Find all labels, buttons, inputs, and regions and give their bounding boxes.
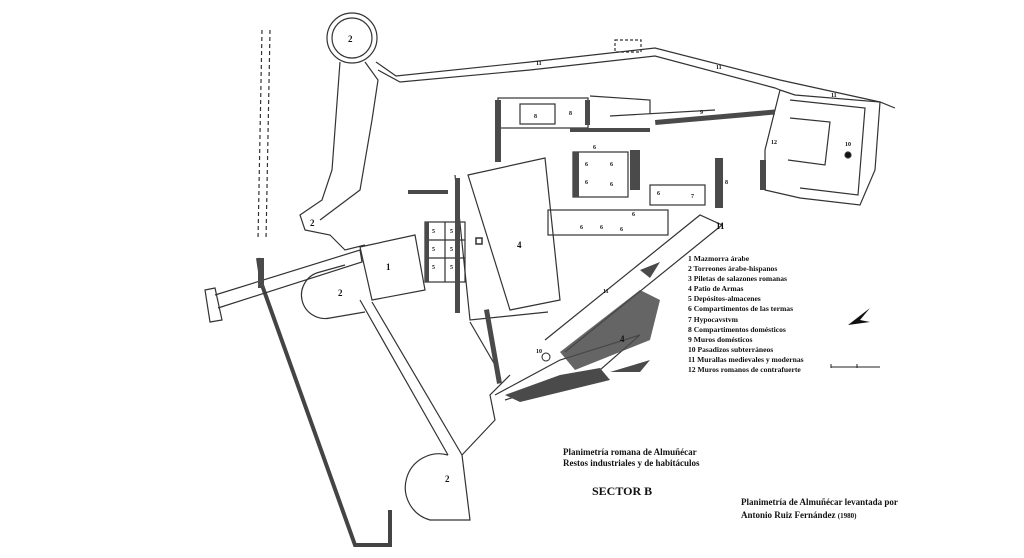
svg-text:2: 2 xyxy=(310,218,315,228)
legend-item: 3 Piletas de salazones romanas xyxy=(688,274,787,284)
plan-title: Planimetría romana de Almuñécar xyxy=(563,447,697,457)
svg-text:6: 6 xyxy=(620,227,623,233)
legend-item: 2 Torreones árabe-hispanos xyxy=(688,264,778,274)
svg-text:5: 5 xyxy=(450,265,453,271)
plan-labels: 2 2 2 2 1 4 4 5 5 5 5 5 5 6 6 6 6 6 6 6 … xyxy=(310,34,851,484)
svg-text:8: 8 xyxy=(569,111,572,117)
svg-text:5: 5 xyxy=(450,229,453,235)
svg-text:11: 11 xyxy=(536,61,542,67)
legend: 1 Mazmorra árabe 2 Torreones árabe-hispa… xyxy=(688,254,804,375)
patio-de-armas xyxy=(467,157,561,311)
legend-item: 11 Murallas medievales y modernas xyxy=(688,354,804,364)
legend-item: 9 Muros domésticos xyxy=(688,334,753,344)
legend-item: 10 Pasadizos subterráneos xyxy=(688,344,774,354)
credit-author: Antonio Ruiz Fernández xyxy=(741,510,836,520)
wall-dashed-left xyxy=(257,29,263,241)
svg-text:4: 4 xyxy=(620,334,625,344)
svg-text:11: 11 xyxy=(603,289,609,295)
tower-2-top xyxy=(326,12,378,64)
svg-text:5: 5 xyxy=(432,265,435,271)
sector-label: SECTOR B xyxy=(592,484,653,498)
svg-text:6: 6 xyxy=(610,162,613,168)
credit: Planimetría de Almuñécar levantada por A… xyxy=(741,496,898,523)
legend-item: 4 Patio de Armas xyxy=(688,284,744,294)
legend-item: 12 Muros romanos de contrafuerte xyxy=(688,365,801,375)
svg-text:8: 8 xyxy=(534,114,537,120)
credit-year: (1980) xyxy=(837,512,857,520)
legend-item: 6 Compartimentos de las termas xyxy=(688,304,794,314)
svg-text:6: 6 xyxy=(580,225,583,231)
plan-subtitle: Restos industriales y de habitáculos xyxy=(563,458,700,468)
svg-text:4: 4 xyxy=(517,240,522,250)
legend-item: 1 Mazmorra árabe xyxy=(688,254,750,263)
well-10 xyxy=(541,352,551,362)
svg-text:11: 11 xyxy=(831,93,837,99)
svg-text:2: 2 xyxy=(348,34,353,44)
svg-text:6: 6 xyxy=(657,191,660,197)
svg-text:5: 5 xyxy=(432,229,435,235)
svg-text:9: 9 xyxy=(700,110,703,116)
svg-text:5: 5 xyxy=(450,247,453,253)
svg-text:6: 6 xyxy=(593,145,596,151)
svg-text:8: 8 xyxy=(725,180,728,186)
scale-bar xyxy=(830,364,880,368)
svg-text:7: 7 xyxy=(691,194,694,200)
svg-text:10: 10 xyxy=(845,142,851,148)
svg-text:6: 6 xyxy=(600,225,603,231)
outer-wall-lower xyxy=(256,257,392,547)
svg-text:5: 5 xyxy=(432,247,435,253)
plan-caption: Planimetría romana de Almuñécar Restos i… xyxy=(563,447,700,469)
legend-item: 8 Compartimentos domésticos xyxy=(688,324,786,334)
svg-text:1: 1 xyxy=(386,262,391,272)
legend-item: 5 Depósitos-almacenes xyxy=(688,294,761,304)
svg-text:2: 2 xyxy=(445,474,450,484)
svg-text:6: 6 xyxy=(585,180,588,186)
svg-text:6: 6 xyxy=(585,162,588,168)
credit-line: Planimetría de Almuñécar levantada por xyxy=(741,497,898,507)
svg-text:11: 11 xyxy=(716,221,725,231)
svg-text:10: 10 xyxy=(536,349,542,355)
svg-text:12: 12 xyxy=(771,140,777,146)
tower-1 xyxy=(359,234,426,301)
svg-text:6: 6 xyxy=(610,182,613,188)
legend-item: 7 Hypocavstvm xyxy=(688,314,738,324)
svg-text:11: 11 xyxy=(716,65,722,71)
svg-text:6: 6 xyxy=(632,212,635,218)
north-arrow-icon xyxy=(848,308,870,325)
svg-text:2: 2 xyxy=(338,288,343,298)
